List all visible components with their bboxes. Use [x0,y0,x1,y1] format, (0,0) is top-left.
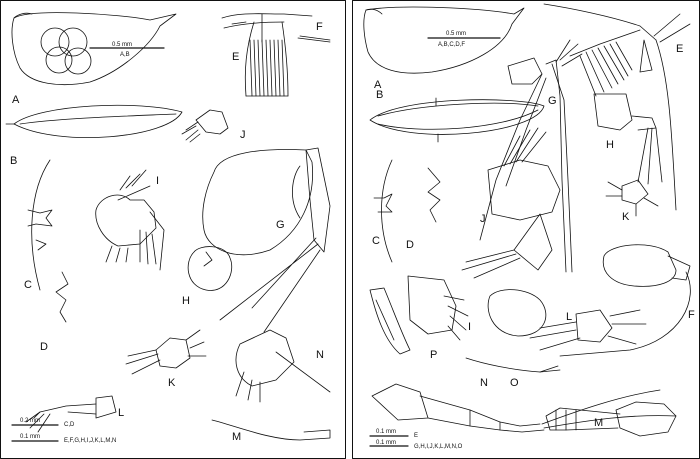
left-label-i: I [156,175,160,187]
right-A-carapace-drawing [364,7,524,73]
right-H-limb-drawing [594,94,662,184]
right-label-i: I [468,321,472,333]
left-B-dorsal-drawing [6,105,182,137]
right-L-limb-drawing [530,310,646,350]
right-K-limb-drawing [606,180,658,216]
right-J-limb-drawing [462,128,560,278]
right-D-outline-drawing [428,168,440,222]
right-I-outline-drawing [488,290,546,336]
left-label-c: C [24,279,32,291]
left-label-k: K [168,377,176,389]
right-label-l: L [566,311,573,323]
left-label-h: H [182,295,190,307]
right-scale-2-length: 0.1 mm [376,440,397,446]
left-scale-2-length: 0.1 mm [20,434,41,440]
right-P-limb-drawing [370,276,468,354]
left-I-limb-drawing [96,170,164,270]
right-label-p: P [430,349,438,361]
right-N-limb-drawing [372,384,676,432]
right-label-o: O [510,377,519,389]
right-scale-top-length: 0.5 mm [446,31,467,37]
right-label-f: F [688,309,695,321]
right-F-body-drawing [560,245,690,356]
right-scale-top-applies: A,B,C,D,F [438,42,466,48]
right-label-h: H [606,139,614,151]
left-label-m: M [232,431,242,443]
right-C-outline-drawing [374,160,392,262]
left-label-b: B [10,155,18,167]
left-scale-1-length: 0.2 mm [20,418,41,424]
right-label-a: A [374,79,382,91]
right-scale-1-applies: E [414,433,419,439]
left-N-limb-drawing [236,330,330,402]
left-label-l: L [118,407,125,419]
right-label-n: N [480,377,488,389]
right-label-k: K [622,211,630,223]
right-O-seta-drawing [466,358,560,372]
right-M-limb-drawing [546,402,676,436]
right-scale-2-applies: G,H,I,J,K,L,M,N,O [414,444,463,450]
left-K-limb-drawing [126,330,206,374]
left-scale-1-applies: C,D [64,422,75,428]
left-E-antennule-drawing [222,14,312,96]
left-G-body-drawing [203,148,330,332]
left-label-d: D [40,341,48,353]
left-label-a: A [12,94,20,106]
left-L-limb-drawing [26,396,116,432]
right-B-dorsal-drawing [370,98,544,142]
right-G-antenna-drawing [480,40,582,272]
right-label-g: G [548,95,557,107]
left-C-outline-drawing [28,160,52,290]
right-label-c: C [372,235,380,247]
right-label-b: B [376,89,384,101]
left-H-outline-drawing [188,247,232,291]
right-E-antennule-drawing [544,4,690,210]
left-label-j: J [240,129,246,141]
left-label-g: G [276,219,285,231]
right-label-e: E [676,43,684,55]
left-label-n: N [316,349,324,361]
left-F-seta-drawing [298,36,330,42]
right-plate-border [353,1,700,459]
right-label-m: M [594,417,604,429]
left-D-outline-drawing [56,272,68,322]
left-J-limb-drawing [182,110,228,142]
right-scale-1-length: 0.1 mm [376,429,397,435]
left-M-seta-drawing [212,420,330,440]
left-A-carapace-drawing [12,13,176,85]
left-label-f: F [316,21,323,33]
left-scale-top-length: 0.5 mm [112,42,133,48]
left-scale-2-applies: E,F,G,H,I,J,K,L,M,N [64,438,117,444]
left-scale-top-applies: A,B [120,52,130,58]
left-label-e: E [232,51,240,63]
right-label-d: D [406,239,414,251]
right-label-j: J [480,213,486,225]
